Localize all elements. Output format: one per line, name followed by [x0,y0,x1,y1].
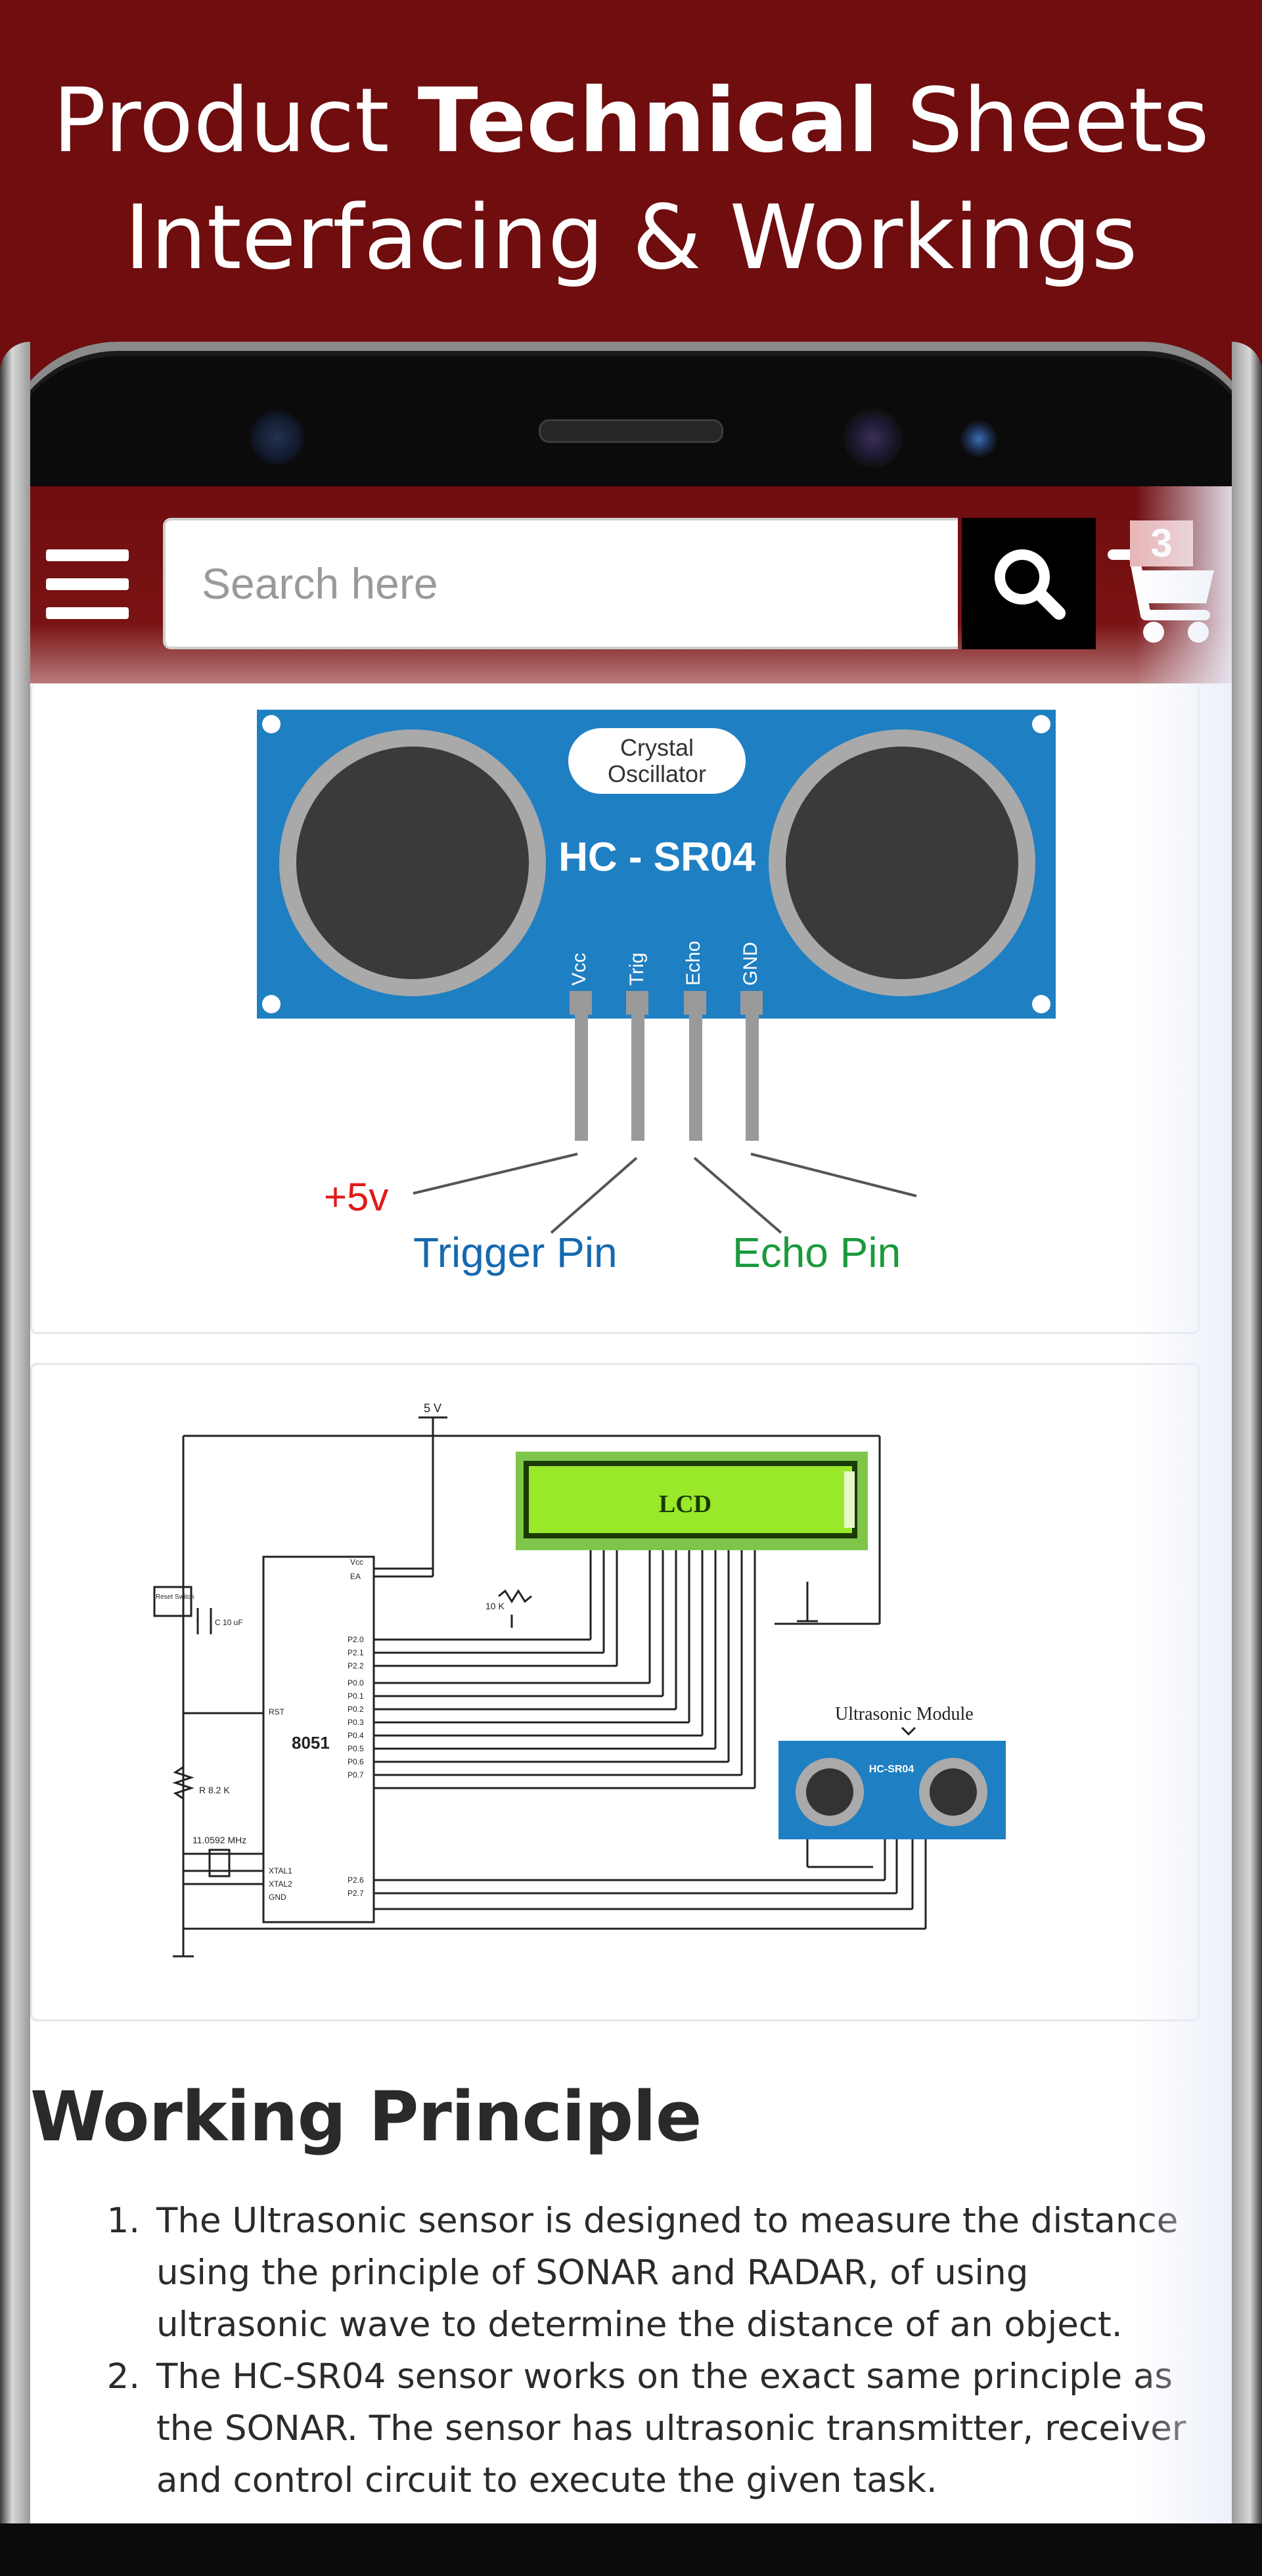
pin-p0-5: P0.5 [348,1744,364,1753]
promo-title: Product Technical Sheets Interfacing & W… [0,62,1262,296]
pin-p2-0: P2.0 [348,1635,364,1644]
interfacing-circuit-diagram: LCD 8051 5 V Ultrasonic Module HC-SR04 R… [153,1402,1006,1958]
cap-label: C 10 uF [215,1618,243,1627]
pin-label-gnd: GND [740,942,761,986]
product-content: Crystal Oscillator HC - SR04 Vcc Trig Ec… [30,683,1232,2523]
trigger-pin-label: Trigger Pin [413,1229,618,1276]
oscillator-label-line2: Oscillator [608,760,706,787]
list-item: The HC-SR04 sensor works on the exact sa… [151,2351,1186,2506]
ea-pin-label: EA [350,1572,361,1581]
pin-p0-0: P0.0 [348,1678,364,1688]
pin-p0-7: P0.7 [348,1770,364,1780]
cart-count-badge: 3 [1130,520,1193,566]
pin-label-echo: Echo [683,941,704,986]
promo-title-line2: Interfacing & Workings [124,186,1138,289]
front-camera-icon [844,409,903,468]
phone-edge-left [0,342,30,2523]
vcc-pin-label: Vcc [350,1557,363,1567]
pin-p2-2: P2.2 [348,1661,364,1670]
proximity-sensor-icon [960,421,997,457]
pin-p2-1: P2.1 [348,1648,364,1657]
front-sensor-icon [248,409,306,467]
sensor-pinout-card: Crystal Oscillator HC - SR04 Vcc Trig Ec… [30,683,1200,1334]
working-principle-list: The Ultrasonic sensor is designed to mea… [30,2195,1186,2506]
pin-label-vcc: Vcc [568,953,590,986]
app-header: 3 [30,486,1232,683]
search-button[interactable] [962,518,1096,649]
oscillator-label-line1: Crystal [620,734,694,761]
pin-p0-4: P0.4 [348,1731,364,1740]
reset-label: Reset Switch [156,1594,194,1601]
module-label: Ultrasonic Module [835,1704,974,1724]
pin-p2-7: P2.7 [348,1889,364,1898]
sensor-model-label: HC - SR04 [558,835,755,880]
supply-label: 5 V [424,1402,441,1415]
hc-sr04-pinout-diagram: Crystal Oscillator HC - SR04 Vcc Trig Ec… [257,710,1056,1276]
pin-p0-6: P0.6 [348,1757,364,1766]
working-principle-heading: Working Principle [30,2077,702,2157]
echo-pin-label: Echo Pin [732,1229,901,1276]
menu-icon[interactable] [46,549,129,619]
pin-p0-1: P0.1 [348,1691,364,1701]
mcu-label: 8051 [292,1733,330,1753]
pin-p0-2: P0.2 [348,1705,364,1714]
pin-p0-3: P0.3 [348,1718,364,1727]
lcd-label: LCD [659,1490,711,1518]
list-item: The Ultrasonic sensor is designed to mea… [151,2195,1186,2351]
resistor-label: R 8.2 K [199,1785,230,1795]
earpiece-speaker [539,419,723,443]
pot-label: 10 K [485,1601,505,1611]
circuit-diagram-card: LCD 8051 5 V Ultrasonic Module HC-SR04 R… [30,1363,1200,2021]
module-chip-label: HC-SR04 [869,1764,914,1775]
xtal1-label: XTAL1 [269,1866,292,1875]
search-icon [995,549,1066,620]
rst-label: RST [269,1707,285,1716]
promo-title-line1: Product Technical Sheets [53,69,1209,172]
gnd-pin-label: GND [269,1893,286,1902]
pin-label-trig: Trig [626,952,648,986]
vcc-label: +5v [324,1175,388,1219]
app-screen: 3 Crystal Oscillator HC - SR04 Vcc Trig [30,486,1232,2523]
pin-p2-6: P2.6 [348,1875,364,1885]
crystal-label: 11.0592 MHz [192,1835,246,1845]
search-input[interactable] [163,518,958,649]
xtal2-label: XTAL2 [269,1879,292,1889]
phone-edge-right [1232,342,1262,2523]
